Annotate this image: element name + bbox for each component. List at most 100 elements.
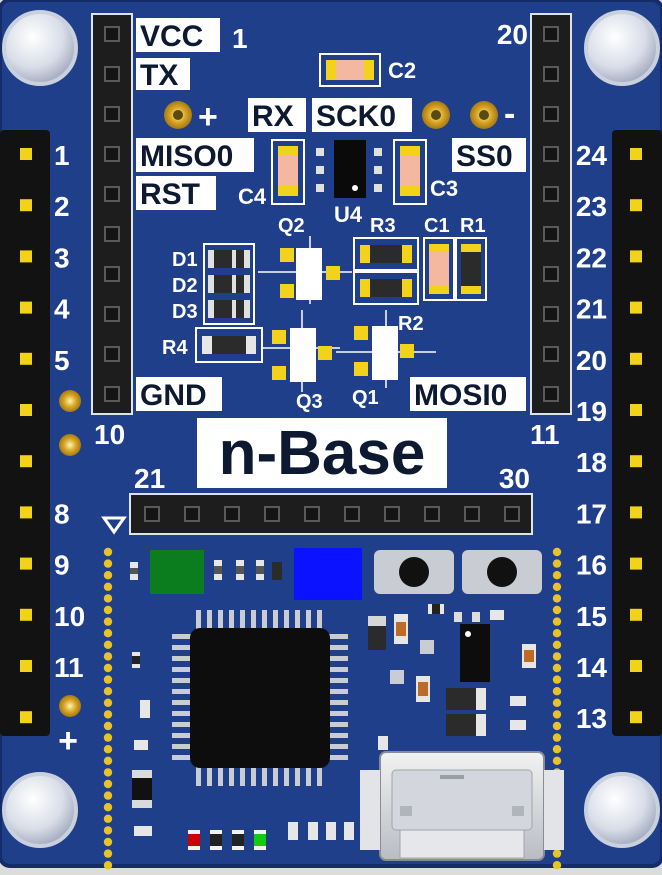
qfp-pin — [317, 610, 322, 630]
label-d2: D2 — [172, 275, 198, 297]
left-header-pin — [20, 352, 32, 365]
socket-hole — [384, 506, 400, 522]
right-header-pin — [630, 148, 642, 160]
via-pad — [552, 745, 562, 754]
via-pad — [103, 640, 113, 649]
via-pad — [552, 698, 562, 707]
tactile-button-left[interactable] — [374, 550, 454, 594]
ic-u4: U4 — [316, 140, 382, 227]
qfp-pin — [273, 610, 278, 630]
socket-hole — [543, 66, 559, 82]
qfp-pin — [172, 733, 192, 738]
qfp-pin — [328, 722, 348, 727]
via-pad — [552, 687, 562, 696]
microcontroller-qfp — [172, 610, 348, 786]
via-pad — [103, 733, 113, 742]
via-pad — [103, 652, 113, 661]
qfp-pin — [196, 766, 201, 786]
socket-hole — [543, 266, 559, 282]
resistor-r4 — [195, 327, 263, 363]
right-pin-number: 17 — [576, 498, 607, 529]
label-sck0: SCK0 — [316, 100, 396, 133]
right-header-pin — [630, 199, 642, 212]
resistor-r2 — [353, 271, 419, 305]
qfp-pin — [328, 733, 348, 738]
socket-hole — [104, 346, 120, 362]
via-pad — [552, 629, 562, 638]
socket-hole — [424, 506, 440, 522]
left-header-pin — [20, 608, 32, 621]
right-header-pin — [630, 404, 642, 416]
left-header-pin — [20, 711, 32, 724]
via-pad — [103, 663, 113, 673]
via-pad — [552, 710, 562, 719]
label-rst: RST — [140, 178, 200, 211]
qfp-pin — [240, 610, 245, 630]
right-pin-number: 23 — [576, 191, 607, 222]
right-header-pin — [630, 352, 642, 365]
left-pin-number: 3 — [54, 242, 70, 273]
via-pad — [103, 861, 113, 870]
left-header-labels: VCC TX MISO0 RST GND — [136, 18, 254, 412]
label-d1: D1 — [172, 249, 198, 271]
qfp-pin — [172, 755, 192, 760]
socket-hole — [504, 506, 520, 522]
right-pin-number: 20 — [576, 345, 607, 376]
via-pad — [103, 710, 113, 719]
socket-hole — [104, 266, 120, 282]
status-leds-row — [188, 822, 354, 850]
label-d3: D3 — [172, 301, 198, 323]
qfp-pin — [172, 700, 192, 705]
qfp-pin — [328, 656, 348, 661]
via-pad — [552, 594, 562, 603]
socket-hole — [144, 506, 160, 522]
via-pad — [103, 582, 113, 591]
label-ss0: SS0 — [456, 140, 513, 173]
qfp-pin — [328, 667, 348, 672]
via-pad — [103, 826, 113, 835]
via-pad — [103, 559, 113, 568]
left-pin-number: 2 — [54, 191, 70, 222]
led-blue-large — [294, 548, 362, 600]
socket-hole — [104, 66, 120, 82]
transistor-q2 — [258, 236, 352, 304]
via-pad — [103, 756, 113, 765]
label-r3: R3 — [370, 215, 396, 237]
left-pin-number: 10 — [54, 601, 85, 632]
via-column-left — [103, 547, 113, 870]
micro-usb-connector — [360, 751, 564, 861]
label-q3: Q3 — [296, 391, 323, 413]
top-left-pin-last: 10 — [94, 419, 125, 450]
qfp-pin — [328, 755, 348, 760]
right-header-pin — [630, 660, 642, 672]
qfp-pin — [317, 766, 322, 786]
via-pad — [103, 617, 113, 626]
top-right-pin-first: 20 — [497, 19, 528, 50]
right-pin-number: 21 — [576, 294, 607, 325]
center-labels: RX SCK0 — [248, 98, 412, 133]
left-header-pin — [20, 506, 32, 519]
left-header-pin — [20, 404, 32, 416]
via-pad — [103, 605, 113, 615]
via-pad — [103, 687, 113, 696]
socket-hole — [543, 346, 559, 362]
qfp-pin — [172, 667, 192, 672]
right-pin-number: 24 — [576, 140, 608, 171]
left-header-pin — [20, 199, 32, 212]
label-tx: TX — [140, 59, 178, 92]
socket-hole — [104, 386, 120, 402]
left-pin-number: 5 — [54, 345, 70, 376]
left-pin-number: 9 — [54, 550, 70, 581]
tactile-button-right[interactable] — [462, 550, 542, 594]
via-pad — [552, 571, 562, 580]
power-pad-minus-symbol: - — [504, 95, 515, 133]
resistor-r1 — [455, 237, 487, 301]
svg-text:C4: C4 — [238, 184, 267, 209]
power-pad-plus-symbol: + — [198, 98, 218, 136]
via-pad — [552, 849, 562, 858]
socket-hole — [264, 506, 280, 522]
socket-hole — [543, 306, 559, 322]
right-header-pin — [630, 711, 642, 724]
svg-text:U4: U4 — [334, 202, 363, 227]
